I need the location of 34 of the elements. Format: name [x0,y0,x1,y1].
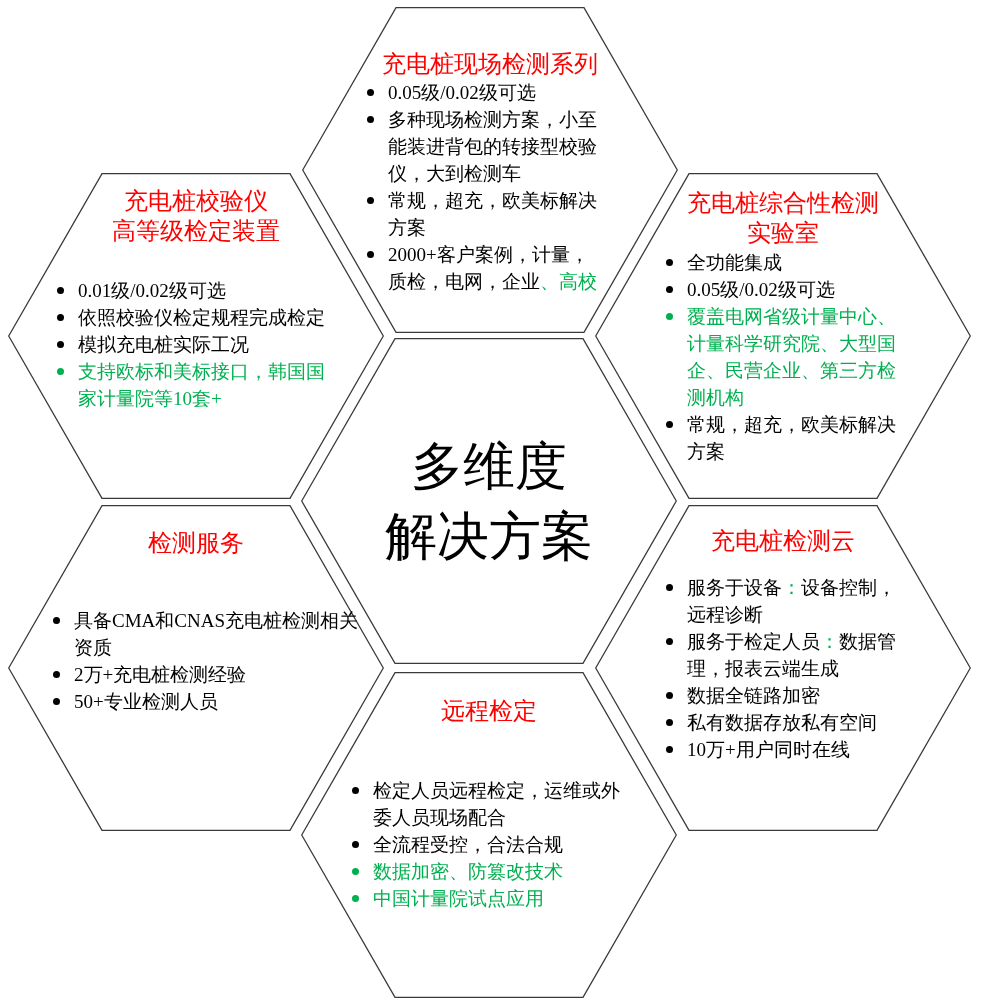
heading-text: 远程检定 [441,697,537,726]
list-item-text: 常规，超充，欧美标解决方案 [687,413,897,464]
list-item-text: 2万+充电桩检测经验 [74,663,247,687]
list-item-text: 2000+客户案例，计量，质检，电网，企业、高校 [388,243,598,294]
list-item-text: 依照校验仪检定规程完成检定 [78,306,325,330]
hexagon-panel [301,672,677,998]
list-item-text: 10万+用户同时在线 [687,738,850,762]
list-item-text: 支持欧标和美标接口，韩国国家计量院等10套+ [78,360,326,411]
list-item-text: 服务于设备：设备控制，远程诊断 [687,576,897,627]
list-item-text: 全流程受控，合法合规 [373,833,563,857]
list-item-text: 常规，超充，欧美标解决方案 [388,189,598,240]
list-item-text: 多种现场检测方案，小至能装进背包的转接型校验仪，大到检测车 [388,108,598,186]
list-item-text: 具备CMA和CNAS充电桩检测相关资质 [74,609,359,660]
center-title: 多维度解决方案 [385,435,593,568]
hexagon-panel [8,173,384,499]
list-item-text: 数据全链路加密 [687,684,820,708]
heading-text: 充电桩综合性检测实验室 [686,189,880,248]
list-item-text: 中国计量院试点应用 [373,887,544,911]
list-item-text: 模拟充电桩实际工况 [78,333,249,357]
heading-text: 充电桩校验仪高等级检定装置 [112,187,280,246]
list-item-text: 检定人员远程检定，运维或外委人员现场配合 [373,779,621,830]
list-item-text: 50+专业检测人员 [74,690,218,714]
list-item-text: 0.05级/0.02级可选 [388,81,536,105]
list-item-text: 服务于检定人员：数据管理，报表云端生成 [687,630,897,681]
heading-text: 充电桩检测云 [711,527,855,556]
heading-text: 充电桩现场检测系列 [382,50,598,79]
hexagon-panel [595,173,971,499]
list-item-text: 0.01级/0.02级可选 [78,279,226,303]
list-item-text: 覆盖电网省级计量中心、计量科学研究院、大型国企、民营企业、第三方检测机构 [687,305,897,410]
heading-text: 检测服务 [148,529,244,558]
list-item-text: 全功能集成 [687,251,782,275]
list-item-text: 私有数据存放私有空间 [687,711,877,735]
list-item-text: 数据加密、防篡改技术 [373,860,563,884]
list-item-text: 0.05级/0.02级可选 [687,278,835,302]
